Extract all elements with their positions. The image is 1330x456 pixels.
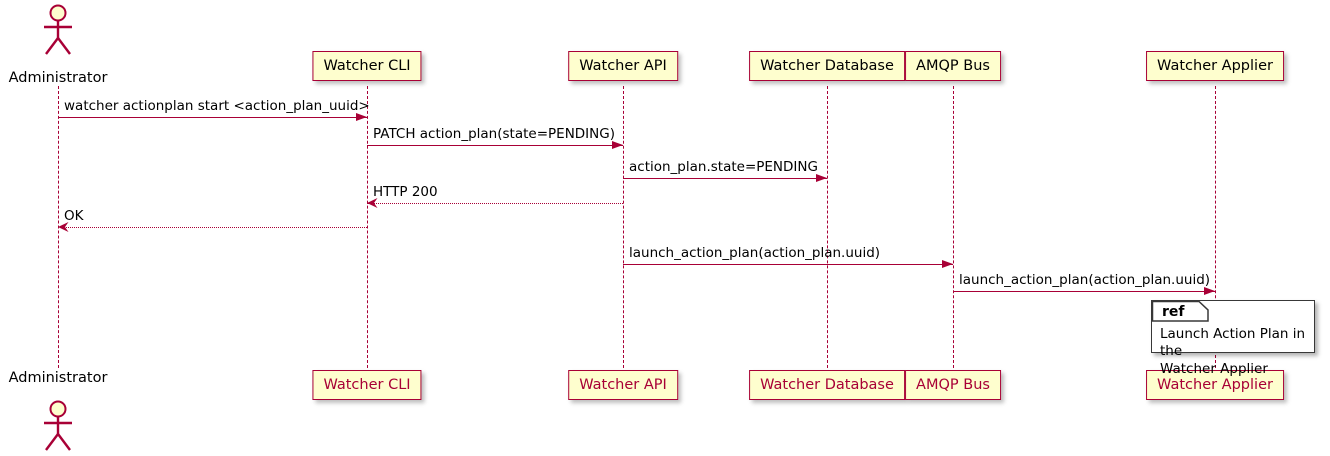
participant-label-administrator-top: Administrator xyxy=(8,70,108,86)
message-arrowhead-3-icon xyxy=(816,174,827,182)
participant-box-amqp-bus-bottom[interactable]: AMQP Bus xyxy=(905,370,1001,400)
ref-fragment-title: ref xyxy=(1162,304,1185,320)
message-label-1: watcher actionplan start <action_plan_uu… xyxy=(64,98,370,114)
message-arrowhead-2-icon xyxy=(612,141,623,149)
participant-box-watcher-cli-top[interactable]: Watcher CLI xyxy=(312,51,422,81)
message-arrowhead-7-icon xyxy=(1204,287,1215,295)
message-arrowhead-6-icon xyxy=(942,260,953,268)
participant-box-watcher-applier-top[interactable]: Watcher Applier xyxy=(1146,51,1284,81)
participant-box-watcher-api-top[interactable]: Watcher API xyxy=(568,51,678,81)
participant-box-watcher-applier-bottom[interactable]: Watcher Applier xyxy=(1146,370,1284,400)
participant-box-amqp-bus-top[interactable]: AMQP Bus xyxy=(905,51,1001,81)
lifeline-amqp-bus xyxy=(953,86,954,368)
ref-fragment-text: Launch Action Plan in the Watcher Applie… xyxy=(1160,326,1306,377)
message-label-7: launch_action_plan(action_plan.uuid) xyxy=(959,272,1211,288)
participant-box-watcher-api-bottom[interactable]: Watcher API xyxy=(568,370,678,400)
message-line-7 xyxy=(953,291,1215,292)
lifeline-watcher-database xyxy=(827,86,828,368)
lifeline-watcher-cli xyxy=(367,86,368,368)
message-line-6 xyxy=(623,264,953,265)
participant-box-watcher-database-bottom[interactable]: Watcher Database xyxy=(749,370,905,400)
participant-label-administrator-bottom: Administrator xyxy=(8,370,108,386)
message-label-4: HTTP 200 xyxy=(373,184,438,200)
message-label-3: action_plan.state=PENDING xyxy=(629,159,818,175)
message-line-4 xyxy=(367,203,623,204)
participant-box-watcher-cli-bottom[interactable]: Watcher CLI xyxy=(312,370,422,400)
message-line-5 xyxy=(58,227,367,228)
message-line-2 xyxy=(367,145,623,146)
message-line-1 xyxy=(58,117,367,118)
message-label-2: PATCH action_plan(state=PENDING) xyxy=(373,126,615,142)
actor-figure-administrator-top xyxy=(35,4,81,56)
lifeline-watcher-applier xyxy=(1215,86,1216,368)
actor-figure-administrator-bottom xyxy=(35,400,81,452)
participant-box-watcher-database-top[interactable]: Watcher Database xyxy=(749,51,905,81)
message-label-6: launch_action_plan(action_plan.uuid) xyxy=(629,245,881,261)
lifeline-watcher-api xyxy=(623,86,624,368)
ref-fragment-tab xyxy=(1151,300,1210,327)
message-label-5: OK xyxy=(64,208,84,224)
message-arrowhead-1-icon xyxy=(356,113,367,121)
message-line-3 xyxy=(623,178,827,179)
